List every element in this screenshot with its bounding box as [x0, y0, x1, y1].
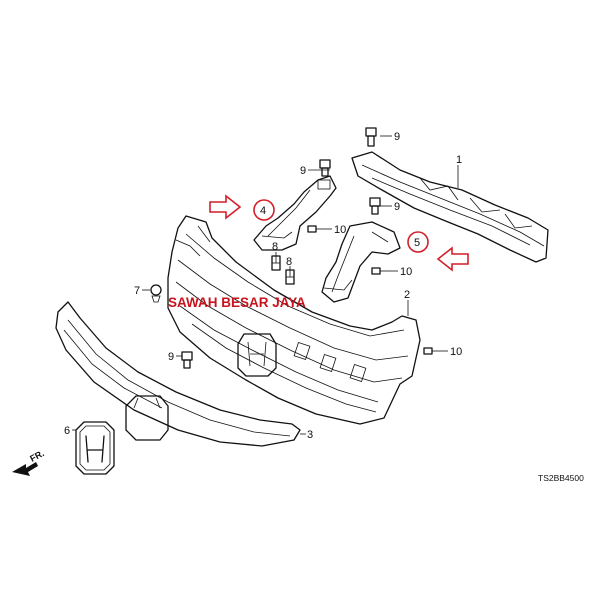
callout-8-right: 8 — [286, 256, 292, 268]
part-1-upper-bar — [351, 151, 549, 263]
front-marker-label: FR. — [28, 448, 45, 464]
callout-10-right: 10 — [450, 346, 462, 358]
watermark-text: SAWAH BESAR JAYA — [168, 295, 306, 310]
callout-10-mid: 10 — [400, 266, 412, 278]
callout-5: 5 — [414, 237, 420, 249]
highlight-arrow-4 — [209, 194, 242, 220]
fastener-9-lower — [181, 351, 193, 369]
fastener-10-left — [307, 225, 322, 233]
fastener-10-mid — [371, 267, 386, 275]
callout-7: 7 — [134, 285, 140, 297]
callout-6: 6 — [64, 425, 70, 437]
fastener-9-top — [365, 127, 377, 147]
part-6-h-emblem — [75, 421, 115, 475]
highlight-arrow-5 — [436, 246, 469, 272]
part-4-left-bracket — [253, 175, 337, 251]
fastener-10-right — [423, 347, 438, 355]
callout-9-top: 9 — [394, 131, 400, 143]
fastener-7 — [150, 284, 162, 303]
callout-10-left: 10 — [334, 224, 346, 236]
highlight-circle-4 — [253, 199, 275, 221]
callout-8-left: 8 — [272, 241, 278, 253]
callout-1: 1 — [456, 154, 462, 166]
callout-2: 2 — [404, 289, 410, 301]
callout-9-mid: 9 — [394, 201, 400, 213]
callout-4: 4 — [260, 205, 266, 217]
fastener-9-mid — [369, 197, 381, 215]
part-2-grille-frame — [167, 215, 421, 425]
diagram-code: TS2BB4500 — [538, 473, 584, 483]
callout-3: 3 — [307, 429, 313, 441]
part-5-right-bracket — [321, 221, 401, 303]
part-3-front-moulding — [55, 301, 301, 447]
highlight-circle-5 — [407, 231, 429, 253]
fastener-9-upper — [319, 159, 331, 177]
callout-9-upper: 9 — [300, 165, 306, 177]
front-direction-arrow-icon — [12, 462, 38, 476]
leader-lines — [72, 135, 459, 435]
callout-9-lower: 9 — [168, 351, 174, 363]
